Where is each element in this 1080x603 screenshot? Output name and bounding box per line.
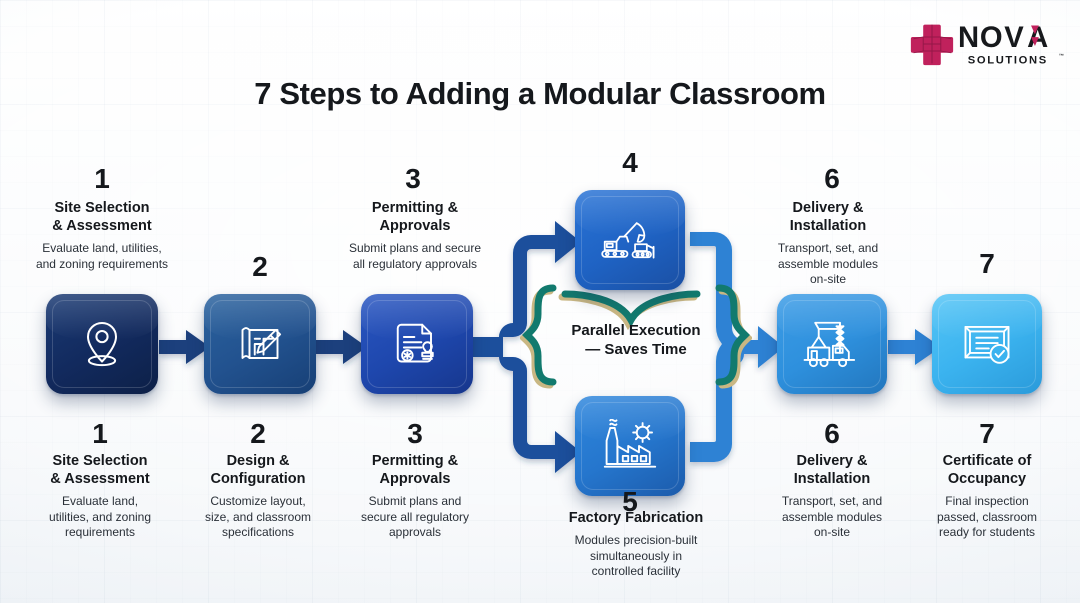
factory-gear-icon xyxy=(603,419,657,468)
step-6-bottom-caption: Delivery &Installation Transport, set, a… xyxy=(746,453,918,541)
nova-wordmark: N O V A SOLUTIONS ™ xyxy=(958,22,1064,67)
svg-text:O: O xyxy=(980,22,1002,54)
step-1-bottom-number: 1 xyxy=(92,418,108,449)
location-pin-icon xyxy=(86,321,118,367)
excavator-bulldozer-icon xyxy=(601,222,655,259)
step-2-bottom-number: 2 xyxy=(250,418,266,449)
svg-text:N: N xyxy=(958,22,979,54)
step-3-top-title: Permitting &Approvals xyxy=(371,200,459,234)
step-7-node[interactable] xyxy=(932,294,1042,394)
step-7-bottom-number: 7 xyxy=(979,418,995,449)
step-6-bottom-number: 6 xyxy=(824,418,840,449)
step-2-bottom-caption: Design &Configuration Customize layout,s… xyxy=(172,453,344,541)
step-5-bottom-caption: Factory Fabrication Modules precision-bu… xyxy=(534,510,738,580)
step-1-number: 1 xyxy=(94,163,110,194)
step-6-number: 6 xyxy=(824,163,840,194)
step-6-top-caption: Delivery &Installation Transport, set, a… xyxy=(742,200,914,288)
step-6-top-title: Delivery &Installation xyxy=(789,200,867,234)
step-7-number: 7 xyxy=(979,248,995,279)
step-3-node[interactable] xyxy=(361,294,473,394)
parallel-line-2: — Saves Time xyxy=(585,340,687,358)
step-6-bottom-title: Delivery &Installation xyxy=(793,453,871,487)
blueprint-pencil-icon xyxy=(241,327,282,359)
document-stamp-icon xyxy=(396,323,434,363)
arrow-step2-step3 xyxy=(316,330,367,364)
parallel-line-1: Parallel Execution xyxy=(571,322,701,339)
step-5-node[interactable] xyxy=(575,396,685,496)
svg-text:SOLUTIONS: SOLUTIONS xyxy=(968,54,1048,66)
crane-truck-icon xyxy=(803,321,856,368)
step-4-node[interactable] xyxy=(575,190,685,290)
step-5-number: 5 xyxy=(622,486,638,517)
step-1-node[interactable] xyxy=(46,294,158,394)
arrow-step1-step2 xyxy=(159,330,210,364)
nova-solutions-logo: N O V A SOLUTIONS ™ xyxy=(910,16,1066,72)
parallel-execution-brace xyxy=(520,284,752,389)
step-1-bottom-title: Site Selection& Assessment xyxy=(50,453,150,487)
step-1-top-title: Site Selection& Assessment xyxy=(52,200,152,234)
step-2-node[interactable] xyxy=(204,294,316,394)
svg-text:™: ™ xyxy=(1059,54,1064,60)
step-6-node[interactable] xyxy=(777,294,887,394)
step-1-top-desc: Evaluate land, utilities,and zoning requ… xyxy=(35,240,169,271)
step-3-bottom-number: 3 xyxy=(407,418,423,449)
nova-cross-mark-icon xyxy=(910,24,954,66)
arrow-split-to-parallel xyxy=(473,221,581,473)
step-5-bottom-title: Factory Fabrication xyxy=(568,510,704,526)
step-2-bottom-title: Design &Configuration xyxy=(210,453,306,487)
step-3-number: 3 xyxy=(405,163,421,194)
step-3-top-caption: Permitting &Approvals Submit plans and s… xyxy=(325,200,505,272)
arrow-step6-step7 xyxy=(888,329,941,365)
step-1-bottom-caption: Site Selection& Assessment Evaluate land… xyxy=(14,453,186,541)
parallel-execution-label: Parallel Execution — Saves Time xyxy=(538,322,734,360)
svg-text:V: V xyxy=(1004,22,1024,54)
page-title: 7 Steps to Adding a Modular Classroom xyxy=(254,76,826,111)
certificate-check-icon xyxy=(964,326,1010,364)
step-3-bottom-title: Permitting &Approvals xyxy=(371,453,459,487)
step-1-top-caption: Site Selection& Assessment Evaluate land… xyxy=(12,200,192,272)
step-2-number: 2 xyxy=(252,251,268,282)
step-4-number: 4 xyxy=(622,147,638,178)
